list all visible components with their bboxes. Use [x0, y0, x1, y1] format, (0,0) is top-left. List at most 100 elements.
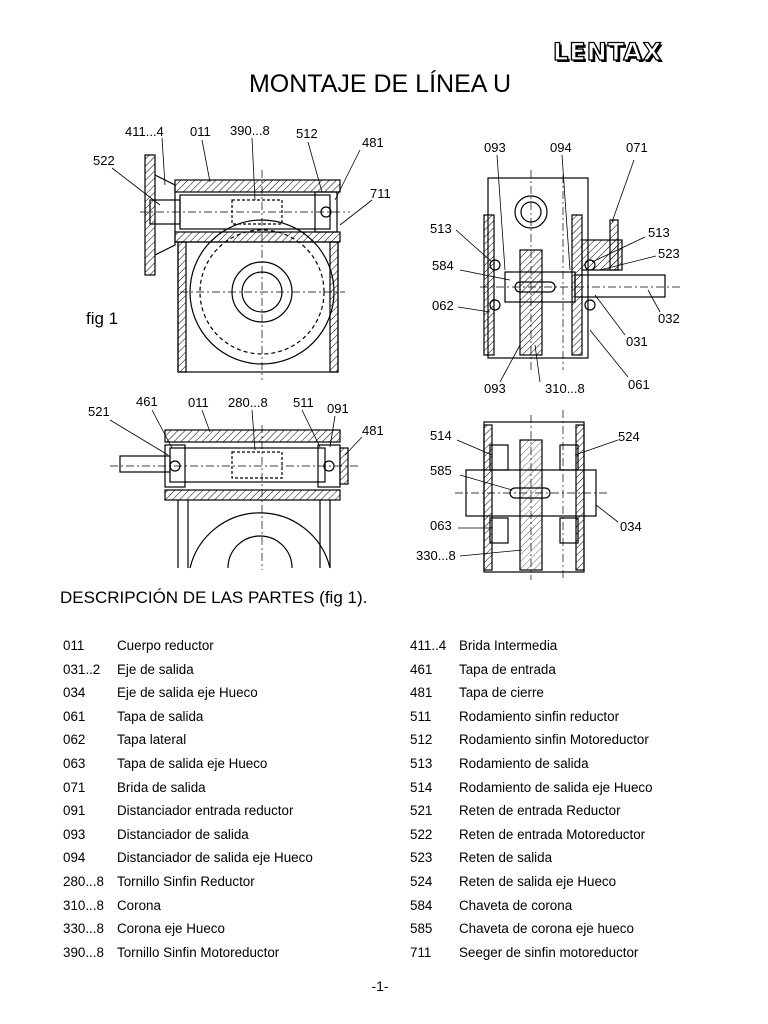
part-code: 461	[410, 661, 433, 677]
part-code: 585	[410, 921, 433, 937]
callout: 584	[432, 258, 454, 273]
part-desc: Chaveta de corona eje hueco	[459, 921, 634, 937]
part-desc: Corona eje Hueco	[117, 921, 225, 937]
callout: 094	[550, 140, 572, 155]
part-desc: Reten de salida	[459, 850, 553, 866]
callout: 514	[430, 428, 452, 443]
part-desc: Corona	[117, 897, 161, 913]
brand-logo: LENTAX	[552, 37, 663, 66]
callout: 481	[362, 423, 384, 438]
part-desc: Cuerpo reductor	[117, 638, 214, 653]
part-desc: Reten de entrada Reductor	[459, 803, 621, 819]
part-code: 411..4	[410, 638, 447, 653]
callout: 011	[190, 124, 211, 139]
part-row: 063 Tapa de salida eje Hueco	[63, 754, 313, 778]
page-title: MONTAJE DE LÍNEA U	[248, 70, 512, 98]
part-code: 390...8	[63, 944, 104, 960]
part-row: 031..2 Eje de salida	[63, 660, 313, 684]
part-row: 521 Reten de entrada Reductor	[410, 801, 653, 825]
part-code: 512	[410, 732, 433, 748]
callout: 481	[362, 135, 384, 150]
callout: 711	[370, 186, 391, 201]
page-number: -1-	[371, 978, 389, 994]
callout: 411...4	[125, 124, 164, 139]
callout: 585	[430, 463, 452, 478]
drawing-hollow-shaft	[455, 410, 619, 580]
callout: 461	[136, 394, 158, 409]
part-code: 514	[410, 779, 433, 795]
part-row: 584 Chaveta de corona	[410, 896, 653, 920]
callout: 093	[484, 140, 506, 155]
part-desc: Tapa de salida	[117, 708, 204, 724]
part-desc: Eje de salida eje Hueco	[117, 685, 258, 701]
part-row: 411..4 Brida Intermedia	[410, 636, 653, 660]
part-code: 584	[410, 897, 433, 913]
part-desc: Rodamiento de salida eje Hueco	[459, 779, 653, 795]
callouts-d4: 514 524 585 034 063 330...8	[416, 428, 642, 563]
callout: 513	[648, 225, 670, 240]
callouts-d2: 093 094 071 513 513 523 584 062 032 031 …	[430, 140, 680, 396]
part-row: 461 Tapa de entrada	[410, 660, 653, 684]
callout: 032	[658, 311, 680, 326]
part-code: 711	[410, 944, 432, 960]
callout: 071	[626, 140, 648, 155]
part-code: 481	[410, 685, 433, 701]
callout: 063	[430, 518, 452, 533]
part-code: 511	[410, 708, 432, 724]
section-heading: DESCRIPCIÓN DE LAS PARTES (fig 1).	[60, 588, 368, 607]
part-desc: Tapa de cierre	[459, 685, 544, 701]
callout: 330...8	[416, 548, 456, 563]
callout: 521	[88, 404, 110, 419]
callout: 280...8	[228, 395, 268, 410]
callout: 511	[293, 395, 314, 410]
part-desc: Distanciador entrada reductor	[117, 803, 294, 819]
part-code: 522	[410, 826, 433, 842]
part-row: 310...8 Corona	[63, 896, 313, 920]
callout: 031	[626, 334, 648, 349]
part-code: 310...8	[63, 897, 104, 913]
part-code: 521	[410, 803, 433, 819]
part-desc: Distanciador de salida	[117, 826, 249, 842]
callout: 390...8	[230, 123, 270, 138]
part-desc: Eje de salida	[117, 661, 194, 677]
part-code: 280...8	[63, 873, 104, 889]
part-desc: Tapa de entrada	[459, 661, 556, 677]
part-desc: Rodamiento sinfin reductor	[459, 708, 620, 724]
callout: 524	[618, 429, 640, 444]
part-row: 511 Rodamiento sinfin reductor	[410, 707, 653, 731]
callout: 034	[620, 519, 642, 534]
part-code: 031..2	[63, 661, 101, 677]
part-code: 063	[63, 755, 86, 771]
callout: 093	[484, 381, 506, 396]
part-code: 513	[410, 755, 433, 771]
callout: 512	[296, 126, 318, 141]
part-desc: Chaveta de corona	[459, 897, 573, 913]
part-row: 523 Reten de salida	[410, 848, 653, 872]
technical-drawings: 411...4 011 390...8 512 481 522 711 fig …	[86, 123, 680, 580]
figure-label: fig 1	[86, 309, 118, 328]
part-code: 094	[63, 850, 86, 866]
part-desc: Reten de entrada Motoreductor	[459, 826, 646, 842]
callout: 310...8	[545, 381, 585, 396]
part-code: 523	[410, 850, 433, 866]
drawing-motoreducer	[111, 137, 373, 380]
part-desc: Tapa de salida eje Hueco	[117, 755, 268, 771]
callout: 522	[93, 153, 115, 168]
callout: 513	[430, 221, 452, 236]
part-desc: Brida Intermedia	[459, 638, 558, 653]
callout: 091	[327, 401, 349, 416]
part-code: 062	[63, 732, 86, 748]
part-desc: Seeger de sinfin motoreductor	[459, 944, 639, 960]
part-desc: Brida de salida	[117, 779, 206, 795]
callout: 061	[628, 377, 650, 392]
callout: 062	[432, 298, 454, 313]
